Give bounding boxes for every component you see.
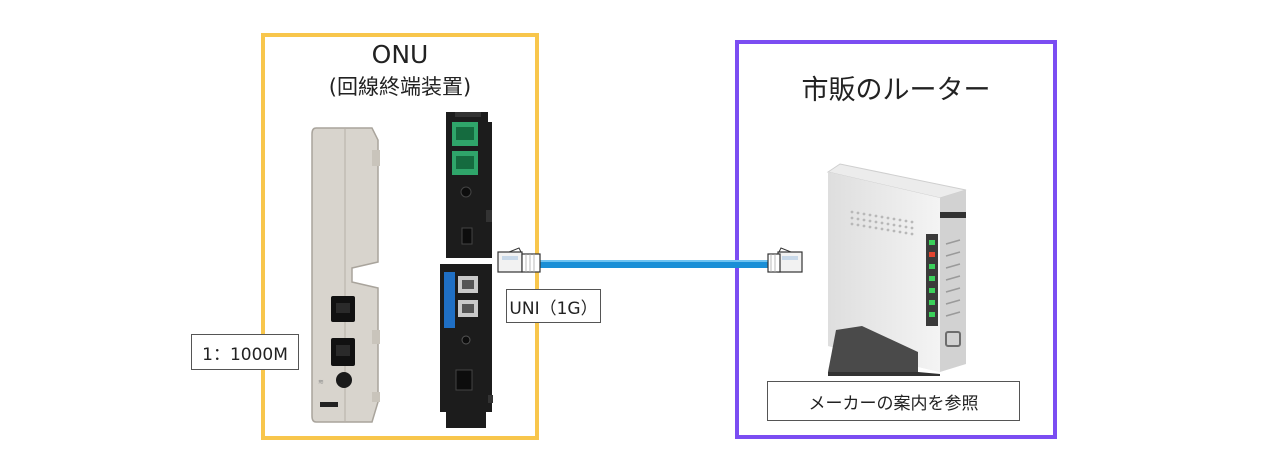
maker-guide-label: メーカーの案内を参照 <box>767 381 1020 421</box>
svg-text:≋: ≋ <box>318 378 324 386</box>
router-frame <box>735 40 1057 439</box>
speed-label: 1：1000M <box>191 334 299 370</box>
onu-title: ONU <box>371 40 429 69</box>
onu-frame <box>261 33 539 440</box>
rj45-plug-left-icon <box>497 247 541 273</box>
rj45-plug-right-icon <box>767 247 803 273</box>
router-title: 市販のルーター <box>801 75 991 106</box>
router-illustration <box>826 163 967 376</box>
onu-side-photo: ≋ <box>311 127 380 423</box>
onu-back-top-photo <box>446 112 492 258</box>
onu-back-bottom-photo <box>440 264 493 428</box>
lan-cable <box>540 260 780 268</box>
onu-subtitle: (回線終端装置) <box>328 75 472 99</box>
uni-port-label: UNI（1G） <box>506 289 601 323</box>
